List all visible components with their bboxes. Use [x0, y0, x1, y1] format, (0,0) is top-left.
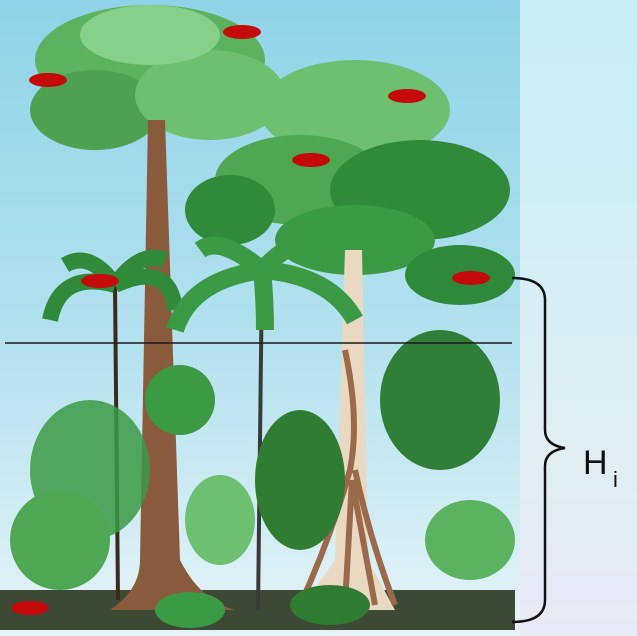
sample-marker — [292, 153, 330, 167]
sample-marker — [81, 274, 119, 288]
sample-marker — [388, 89, 426, 103]
right-margin-background — [520, 0, 637, 636]
height-label: H — [583, 444, 608, 483]
sample-marker — [29, 73, 67, 87]
sample-marker — [452, 271, 490, 285]
sample-marker — [11, 601, 49, 615]
height-label-subscript: i — [613, 467, 618, 493]
sample-marker — [223, 25, 261, 39]
